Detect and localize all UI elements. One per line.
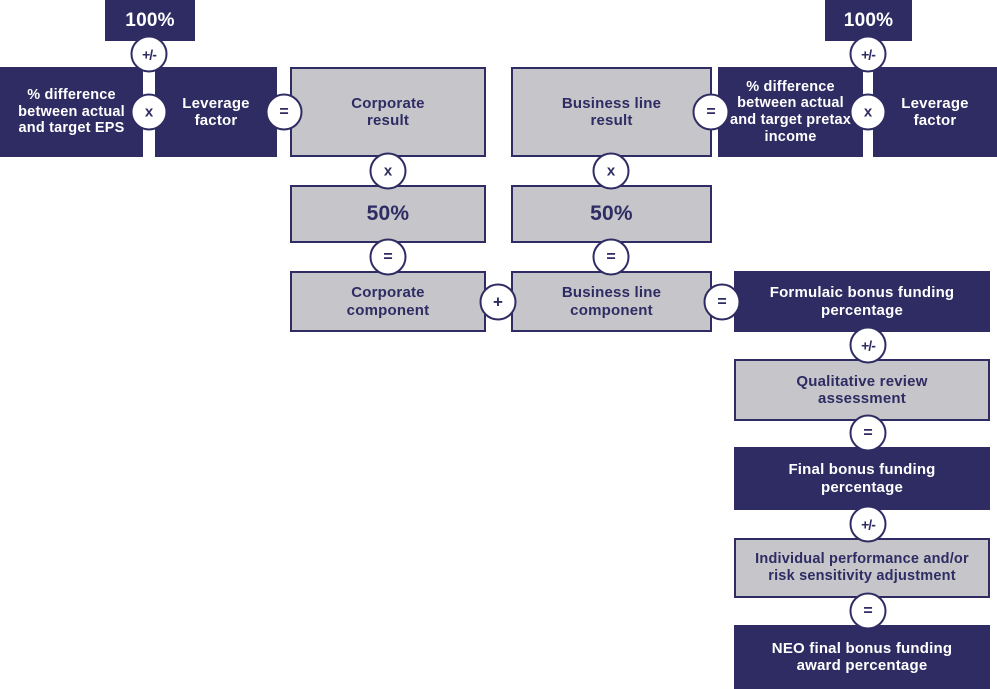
equals-icon: =	[592, 238, 630, 276]
plus-icon: +	[479, 283, 517, 321]
box-formulaic-bonus-funding: Formulaic bonus funding percentage	[734, 271, 990, 332]
box-neo-final-bonus: NEO final bonus funding award percentage	[734, 625, 990, 689]
equals-icon: =	[692, 93, 730, 131]
box-final-bonus-funding: Final bonus funding percentage	[734, 447, 990, 510]
multiply-icon: x	[849, 93, 887, 131]
equals-icon: =	[849, 414, 887, 452]
box-corporate-component: Corporate component	[290, 271, 486, 332]
plus-minus-icon: +/-	[849, 35, 887, 73]
box-business-line-result: Business line result	[511, 67, 712, 157]
box-business-line-component: Business line component	[511, 271, 712, 332]
plus-minus-icon: +/-	[130, 35, 168, 73]
multiply-icon: x	[130, 93, 168, 131]
box-leverage-factor-right: Leverage factor	[873, 67, 997, 157]
box-pretax-difference: % difference between actual and target p…	[718, 67, 863, 157]
plus-minus-icon: +/-	[849, 505, 887, 543]
multiply-icon: x	[369, 152, 407, 190]
box-eps-difference: % difference between actual and target E…	[0, 67, 143, 157]
box-corporate-result: Corporate result	[290, 67, 486, 157]
equals-icon: =	[369, 238, 407, 276]
multiply-icon: x	[592, 152, 630, 190]
box-leverage-factor-left: Leverage factor	[155, 67, 277, 157]
box-50-percent-left: 50%	[290, 185, 486, 243]
box-individual-adjustment: Individual performance and/or risk sensi…	[734, 538, 990, 598]
box-100-percent-right: 100%	[825, 0, 912, 41]
equals-icon: =	[265, 93, 303, 131]
box-50-percent-right: 50%	[511, 185, 712, 243]
box-qualitative-review: Qualitative review assessment	[734, 359, 990, 421]
equals-icon: =	[703, 283, 741, 321]
plus-minus-icon: +/-	[849, 326, 887, 364]
equals-icon: =	[849, 592, 887, 630]
box-100-percent-left: 100%	[105, 0, 195, 41]
